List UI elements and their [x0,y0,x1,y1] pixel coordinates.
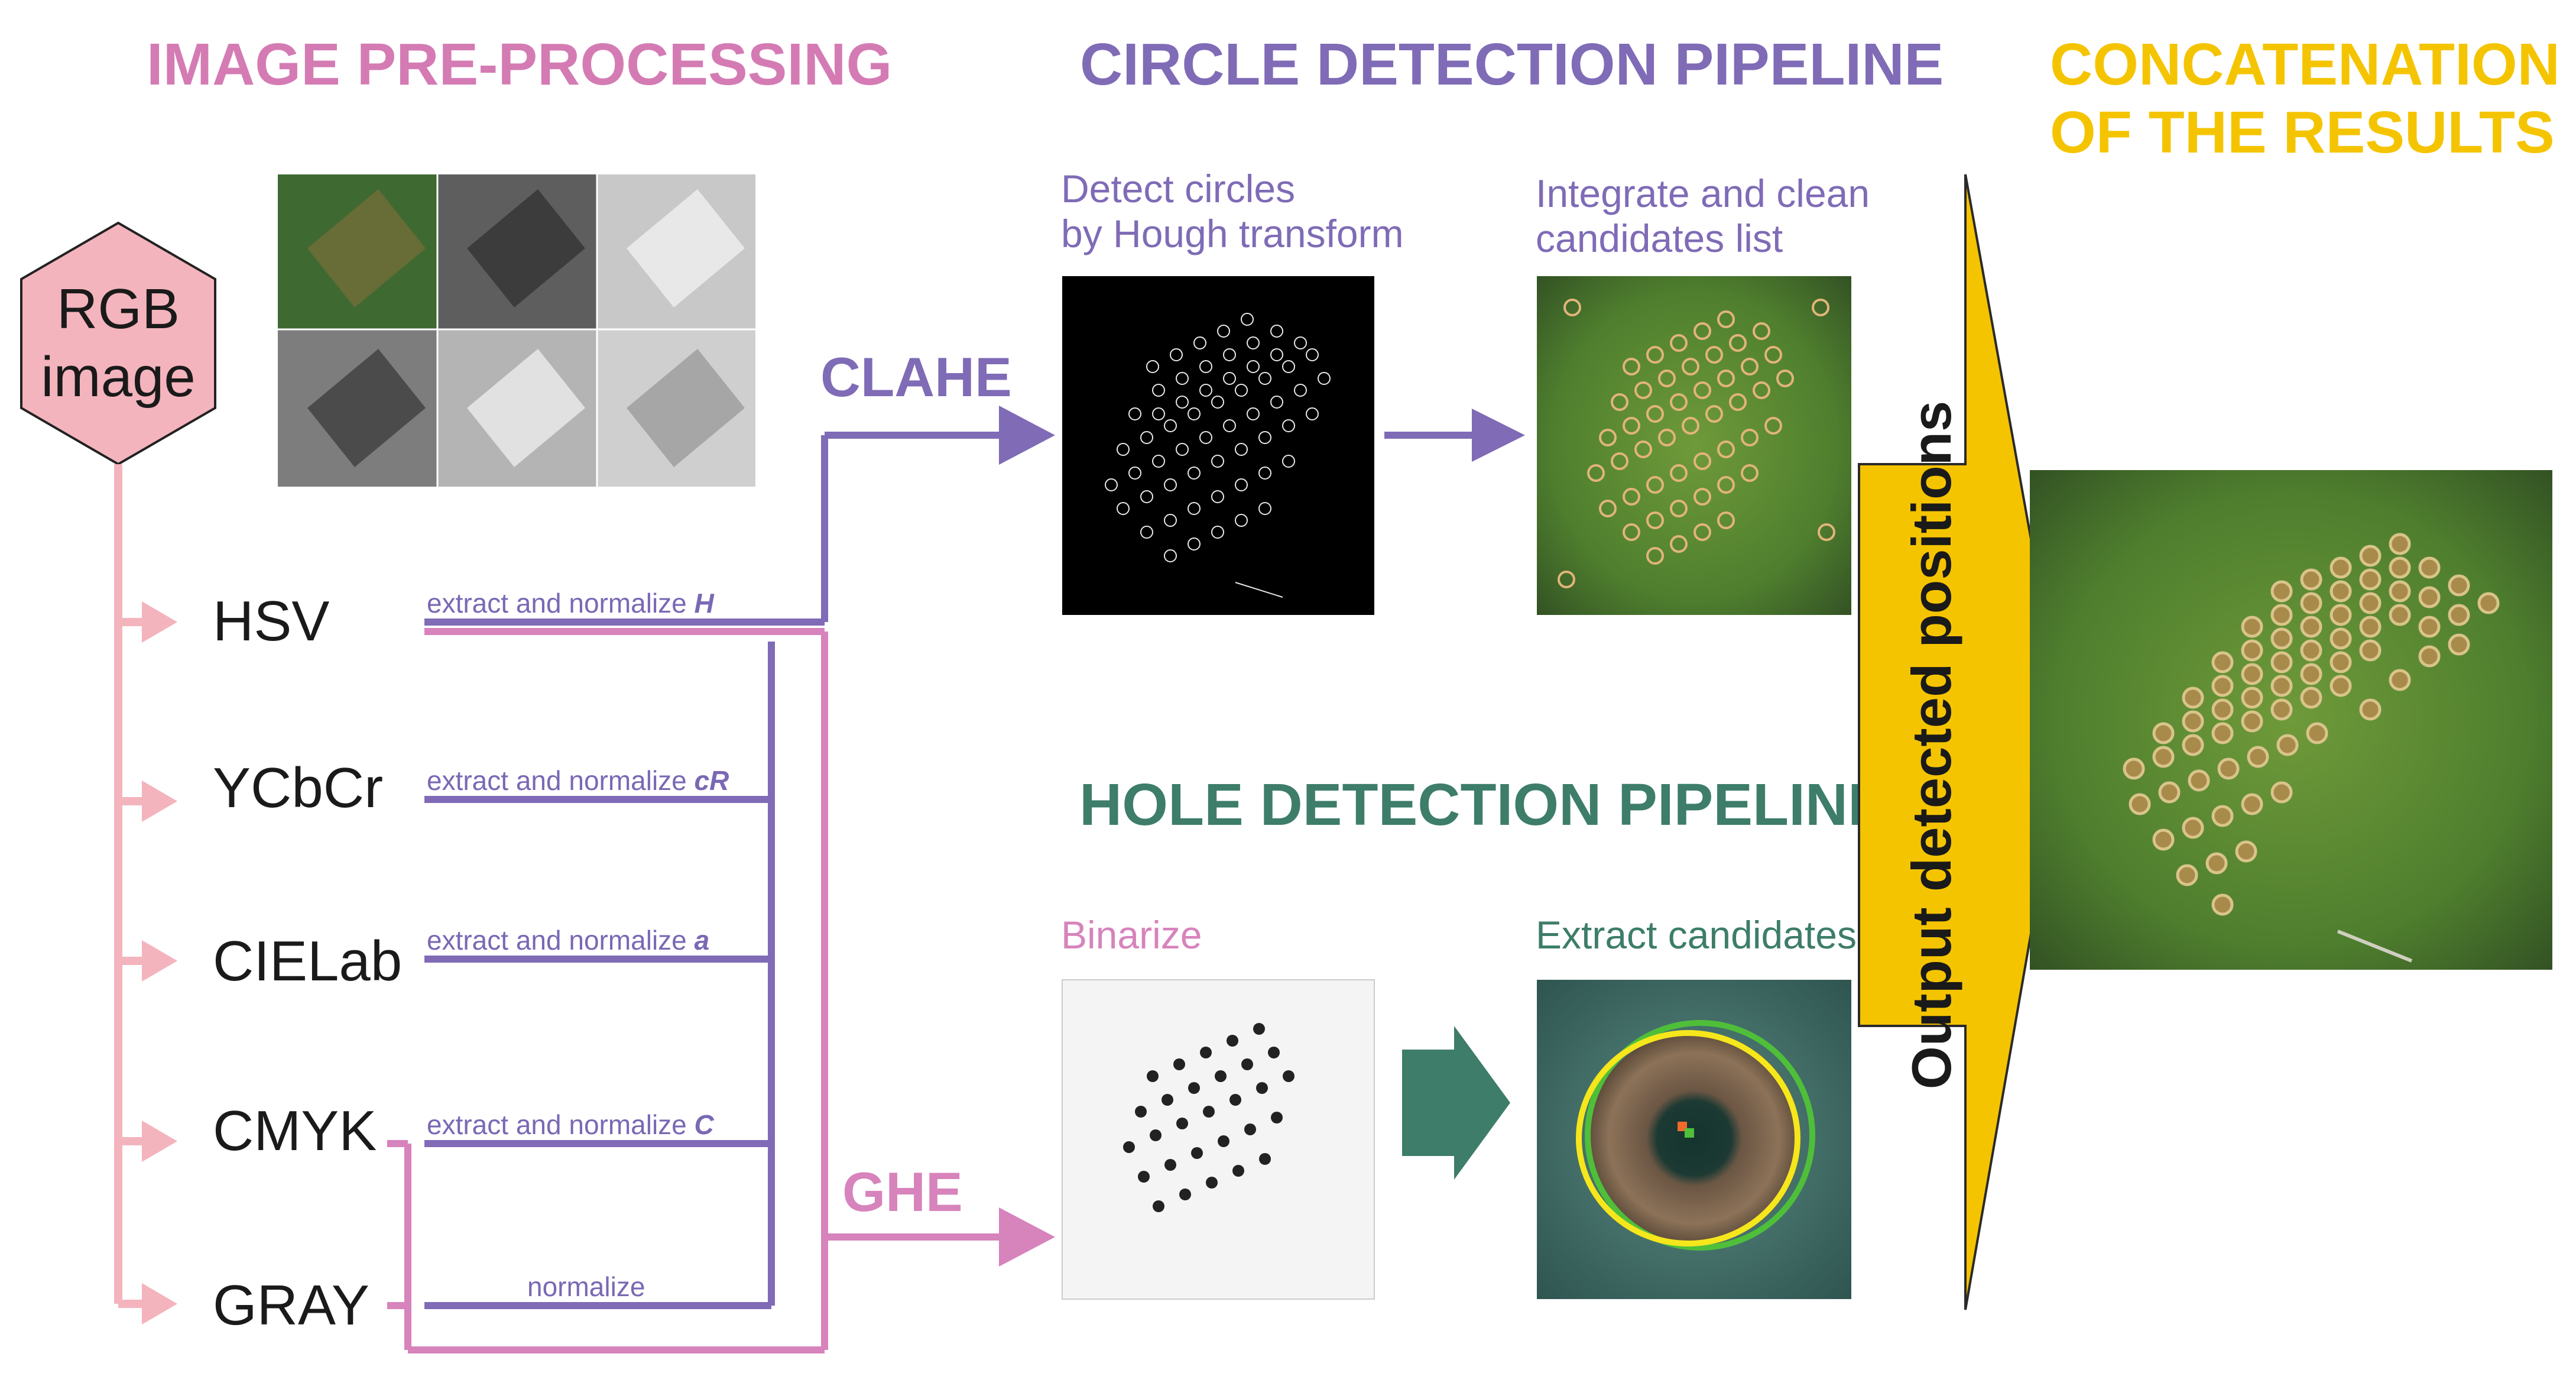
green-detection-ring [1585,1020,1815,1251]
rgb-label-line1: RGB [57,277,180,341]
ghe-label: GHE [842,1161,963,1223]
candidates-aerial-image [1537,276,1851,615]
space-label-ycbcr: YCbCr [213,756,383,820]
final-detected-cages [2123,533,2500,916]
output-arrow [1858,174,2068,1310]
binarize-caption: Binarize [1061,913,1202,957]
clahe-label: CLAHE [820,346,1012,408]
purple-connector-lines [424,432,1005,1309]
space-label-gray: GRAY [213,1274,369,1337]
rgb-trunk-line [114,464,177,1325]
space-label-hsv: HSV [213,590,329,653]
hough-edge-circles [1105,313,1331,598]
final-result-image [2030,470,2552,970]
circle-pipeline-header: CIRCLE DETECTION PIPELINE [1080,31,1944,98]
extract-caption: Extract candidates [1536,913,1857,957]
hough-caption-line2: by Hough transform [1061,212,1404,255]
cage-zoom [1588,1032,1800,1245]
binarized-holes [1123,1023,1295,1212]
extract-label-ycbcr: extract and normalize cR [427,765,729,796]
yellow-detection-ring [1576,1030,1800,1246]
concat-header-line2: OF THE RESULTS [2050,99,2555,166]
space-label-cielab: CIELab [213,930,402,993]
space-label-cmyk: CMYK [213,1099,377,1162]
extract-label-hsv: extract and normalize H [427,588,715,619]
integrate-caption-line2: candidates list [1536,216,1783,260]
rgb-label-line2: image [41,345,195,409]
concat-header-line1: CONCATENATION [2050,31,2560,98]
extract-label-cielab: extract and normalize a [427,925,709,956]
final-image-dock [2337,930,2413,963]
hough-caption-line1: Detect circles [1061,167,1295,211]
center-marker-green [1685,1128,1694,1138]
output-label: Output detected positions [1900,401,1962,1090]
channel-thumbnail-grid [278,174,755,487]
hough-edge-image [1062,276,1374,615]
preprocessing-header: IMAGE PRE-PROCESSING [147,31,892,98]
extract-label-cmyk: extract and normalize C [427,1109,715,1140]
candidate-circles [1558,299,1835,588]
circle-flow-arrow [1384,409,1525,462]
rgb-hexagon [20,221,216,466]
magenta-connector-lines [387,628,1005,1353]
ghe-arrowhead [999,1207,1055,1267]
integrate-caption-line1: Integrate and clean [1536,171,1870,215]
extract-label-gray: normalize [527,1271,645,1302]
hole-flow-arrow [1402,1026,1510,1180]
hole-pipeline-header: HOLE DETECTION PIPELINE [1079,772,1887,838]
clahe-arrowhead [999,406,1055,465]
